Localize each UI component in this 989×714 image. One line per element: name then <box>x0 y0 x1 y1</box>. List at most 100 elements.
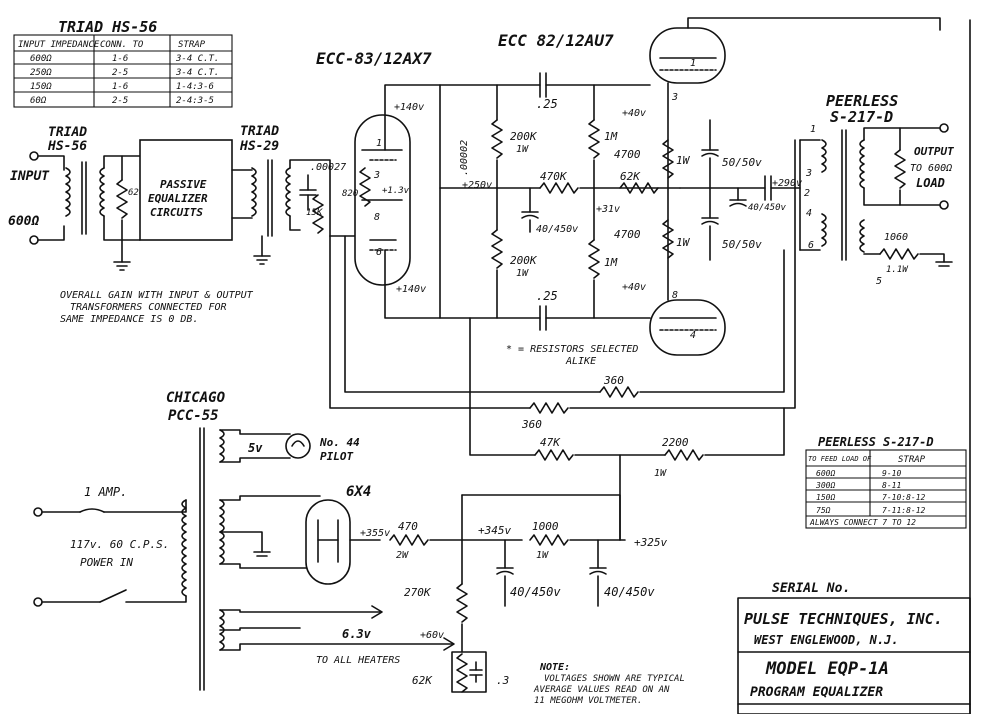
c-40-450b: 40/450v <box>748 203 787 213</box>
gain-note: OVERALL GAIN WITH INPUT & OUTPUT TRANSFO… <box>60 290 254 325</box>
r-62k-b-label: 62K <box>412 674 433 687</box>
note-line-2: AVERAGE VALUES READ ON AN <box>533 685 670 695</box>
v-290-label: +290v <box>772 178 802 189</box>
c-40-450c: 40/450v <box>510 585 561 599</box>
c-3-label: .3 <box>496 674 509 687</box>
peerless-row-4-load: 75Ω <box>816 506 831 515</box>
ecc82-top-envelope <box>649 27 726 84</box>
triad-row-4-strap: 2-4:3-5 <box>176 96 214 106</box>
ecc83-label: ECC-83/12AX7 <box>316 49 432 68</box>
r-4700-bot: 4700 <box>614 228 641 241</box>
c-00027-label: .00027 <box>310 162 346 173</box>
peerless-label: PEERLESS <box>826 92 898 110</box>
peerless-row-1-strap: 9-10 <box>882 469 901 478</box>
power-terminal-bottom[interactable] <box>33 597 43 607</box>
triad-row-1-strap: 3-4 C.T. <box>175 54 219 64</box>
r-360-top: 360 <box>603 374 624 387</box>
ecc82-bot-envelope <box>649 299 726 356</box>
r-62k-label: 62K <box>620 170 641 183</box>
output-terminal-bottom[interactable] <box>939 200 949 210</box>
ecc82-tube: ECC 82/12AU7 1 4 3 8 +40v +40v 4700 4700… <box>498 17 941 356</box>
ecc83-pin-1: 1 <box>376 138 382 149</box>
title-block: SERIAL No. PULSE TECHNIQUES, INC. WEST E… <box>737 581 971 714</box>
r-200k-top-w: 1W <box>516 144 529 155</box>
v-63-label: 6.3v <box>342 627 372 641</box>
passive-eq-line-1: PASSIVE <box>160 178 207 191</box>
company-name: PULSE TECHNIQUES, INC. <box>744 610 943 628</box>
input-impedance-label: 600Ω <box>8 214 39 229</box>
peerless-pin-6: 6 <box>808 240 814 251</box>
v-13-label: +1.3v <box>382 186 410 196</box>
r-620-label: 620 <box>128 188 144 198</box>
power-label-2: POWER IN <box>80 556 133 569</box>
triad-hs56-table: TRIAD HS-56 INPUT IMPEDANCE CONN. TO STR… <box>13 18 233 108</box>
peerless-pin-5: 5 <box>876 276 882 287</box>
serial-label: SERIAL No. <box>772 581 850 596</box>
input-terminal-top[interactable] <box>29 151 39 161</box>
c-50-50-bot: 50/50v <box>722 238 762 251</box>
r-470-label: 470 <box>398 520 418 533</box>
output-terminal-top[interactable] <box>939 123 949 133</box>
v-5-label: 5v <box>248 441 263 455</box>
resistors-note-1: * = RESISTORS SELECTED <box>506 344 638 355</box>
model-description: PROGRAM EQUALIZER <box>750 685 883 700</box>
v-60-label: +60v <box>420 630 444 641</box>
peerless-model: S-217-D <box>830 108 893 126</box>
v-140-bot: +140v <box>396 284 426 295</box>
v-31-label: +31v <box>596 204 620 215</box>
input-terminal-bottom[interactable] <box>29 235 39 245</box>
ecc82-label: ECC 82/12AU7 <box>498 31 614 50</box>
triad-row-3-imp: 150Ω <box>30 82 52 92</box>
passive-eq-line-2: EQUALIZER <box>148 192 208 205</box>
r-15k-label: 15K <box>306 208 323 218</box>
chicago-model: PCC-55 <box>168 408 219 424</box>
input-label: INPUT <box>10 169 50 184</box>
peerless-strap-table: PEERLESS S-217-D TO FEED LOAD OF STRAP 6… <box>805 435 967 529</box>
power-label-1: 117v. 60 C.P.S. <box>70 538 169 551</box>
feedback-network: 360 360 47K 2200 1W <box>329 139 796 541</box>
r-1-1w-label: 1.1W <box>886 265 909 275</box>
triad-table-title: TRIAD HS-56 <box>58 18 157 36</box>
hs29-label: TRIAD <box>240 124 279 139</box>
input-transformer-label: TRIAD <box>48 125 87 140</box>
c-00002-label: .00002 <box>459 140 470 176</box>
r-1000-w: 1W <box>536 550 549 561</box>
gain-note-1: OVERALL GAIN WITH INPUT & OUTPUT <box>60 290 254 301</box>
peerless-row-3-load: 150Ω <box>816 493 835 502</box>
gain-note-2: TRANSFORMERS CONNECTED FOR <box>70 302 227 313</box>
note-line-3: 11 MEGOHM VOLTMETER. <box>534 696 642 706</box>
c-25-top-label: .25 <box>536 97 558 111</box>
c-50-50-top: 50/50v <box>722 156 762 169</box>
ecc83-pin-3: 3 <box>373 170 380 181</box>
triad-row-2-conn: 2-5 <box>112 68 128 78</box>
triad-row-4-conn: 2-5 <box>112 96 128 106</box>
r-200k-bot-label: 200K <box>510 254 538 267</box>
triad-hs29-transformer: TRIAD HS-29 .00027 15K <box>231 124 361 265</box>
v-40-top: +40v <box>622 108 646 119</box>
triad-row-2-strap: 3-4 C.T. <box>175 68 219 78</box>
peerless-pin-3: 3 <box>805 168 812 179</box>
peerless-row-2-load: 300Ω <box>815 481 835 490</box>
note-title: NOTE: <box>539 662 570 673</box>
note-line-1: VOLTAGES SHOWN ARE TYPICAL <box>544 674 685 684</box>
r-1w-top: 1W <box>676 154 691 167</box>
c-40-450-label: 40/450v <box>536 224 578 235</box>
peerless-output-transformer: PEERLESS S-217-D OUTPUT TO 600Ω LOAD 106… <box>799 19 971 714</box>
peerless-pin-1: 1 <box>810 124 816 135</box>
ecc83-pin-8: 8 <box>374 212 380 223</box>
ecc82-pin-8: 8 <box>672 290 678 301</box>
output-line-1: OUTPUT <box>914 145 954 158</box>
input-section: TRIAD HS-56 INPUT 600Ω 620 <box>8 125 144 271</box>
triad-row-4-imp: 60Ω <box>30 96 47 106</box>
peerless-pin-4: 4 <box>806 208 812 219</box>
r-200k-top-label: 200K <box>510 130 538 143</box>
hs29-model: HS-29 <box>239 139 279 154</box>
r-1w-bot: 1W <box>676 236 691 249</box>
power-terminal-top[interactable] <box>33 507 43 517</box>
tube-6x4-label: 6X4 <box>346 484 371 500</box>
r-2200-label: 2200 <box>662 436 689 449</box>
passive-equalizer-block: PASSIVE EQUALIZER CIRCUITS <box>139 139 233 241</box>
peerless-row-4-strap: 7-11:8-12 <box>882 506 926 515</box>
r-2200-w: 1W <box>654 468 667 479</box>
v-355-label: +355v <box>360 528 390 539</box>
